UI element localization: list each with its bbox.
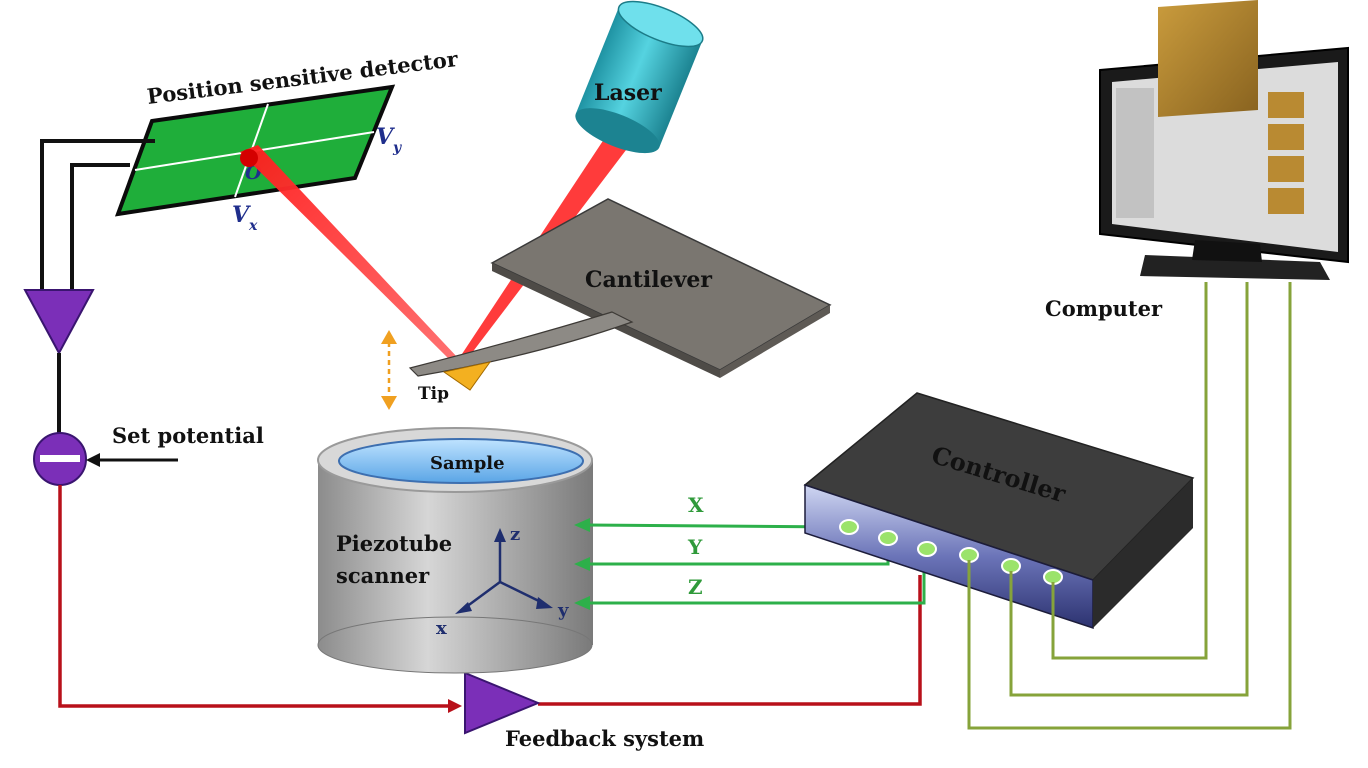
tip-label: Tip <box>418 384 449 404</box>
signal-x-label: X <box>688 493 704 517</box>
set-potential-label: Set potential <box>112 423 264 448</box>
laser-label: Laser <box>594 80 662 106</box>
feedback-system-label: Feedback system <box>505 726 704 751</box>
laser-spot <box>240 149 258 167</box>
signal-z-label: Z <box>688 575 703 599</box>
vertical-motion-arrow <box>381 330 397 410</box>
set-potential-arrow <box>86 453 178 467</box>
feedback-amplifier-icon <box>464 671 541 735</box>
sample-label: Sample <box>430 453 505 474</box>
computer-label: Computer <box>1045 296 1163 321</box>
axis-x-label: x <box>436 618 447 639</box>
feedback-wire <box>58 485 922 708</box>
svg-text:x: x <box>248 218 258 234</box>
sample <box>338 438 584 484</box>
signal-y-label: Y <box>687 535 703 559</box>
controller <box>803 392 1195 630</box>
reflected-laser-beam <box>240 145 458 362</box>
computer-cables <box>967 282 1292 730</box>
vx-label: V x <box>232 202 258 234</box>
subtractor-icon <box>33 432 87 486</box>
piezotube-scanner <box>317 427 593 674</box>
piezo-label-line1: Piezotube <box>336 531 452 556</box>
svg-text:V: V <box>376 124 395 150</box>
tip <box>442 361 492 391</box>
axis-y-label: y <box>557 600 569 621</box>
svg-text:y: y <box>392 140 402 156</box>
xyz-axes <box>455 528 553 614</box>
feedback-arrowhead <box>448 699 462 713</box>
detector-wires <box>40 139 155 296</box>
axis-z-label: z <box>510 524 520 545</box>
svg-text:V: V <box>232 202 251 228</box>
computer <box>1099 0 1349 280</box>
vy-label: V y <box>376 124 402 156</box>
detector-amplifier-icon <box>23 289 95 356</box>
piezo-label-line2: scanner <box>336 563 430 588</box>
cantilever-label: Cantilever <box>585 267 712 293</box>
cantilever <box>408 198 832 391</box>
